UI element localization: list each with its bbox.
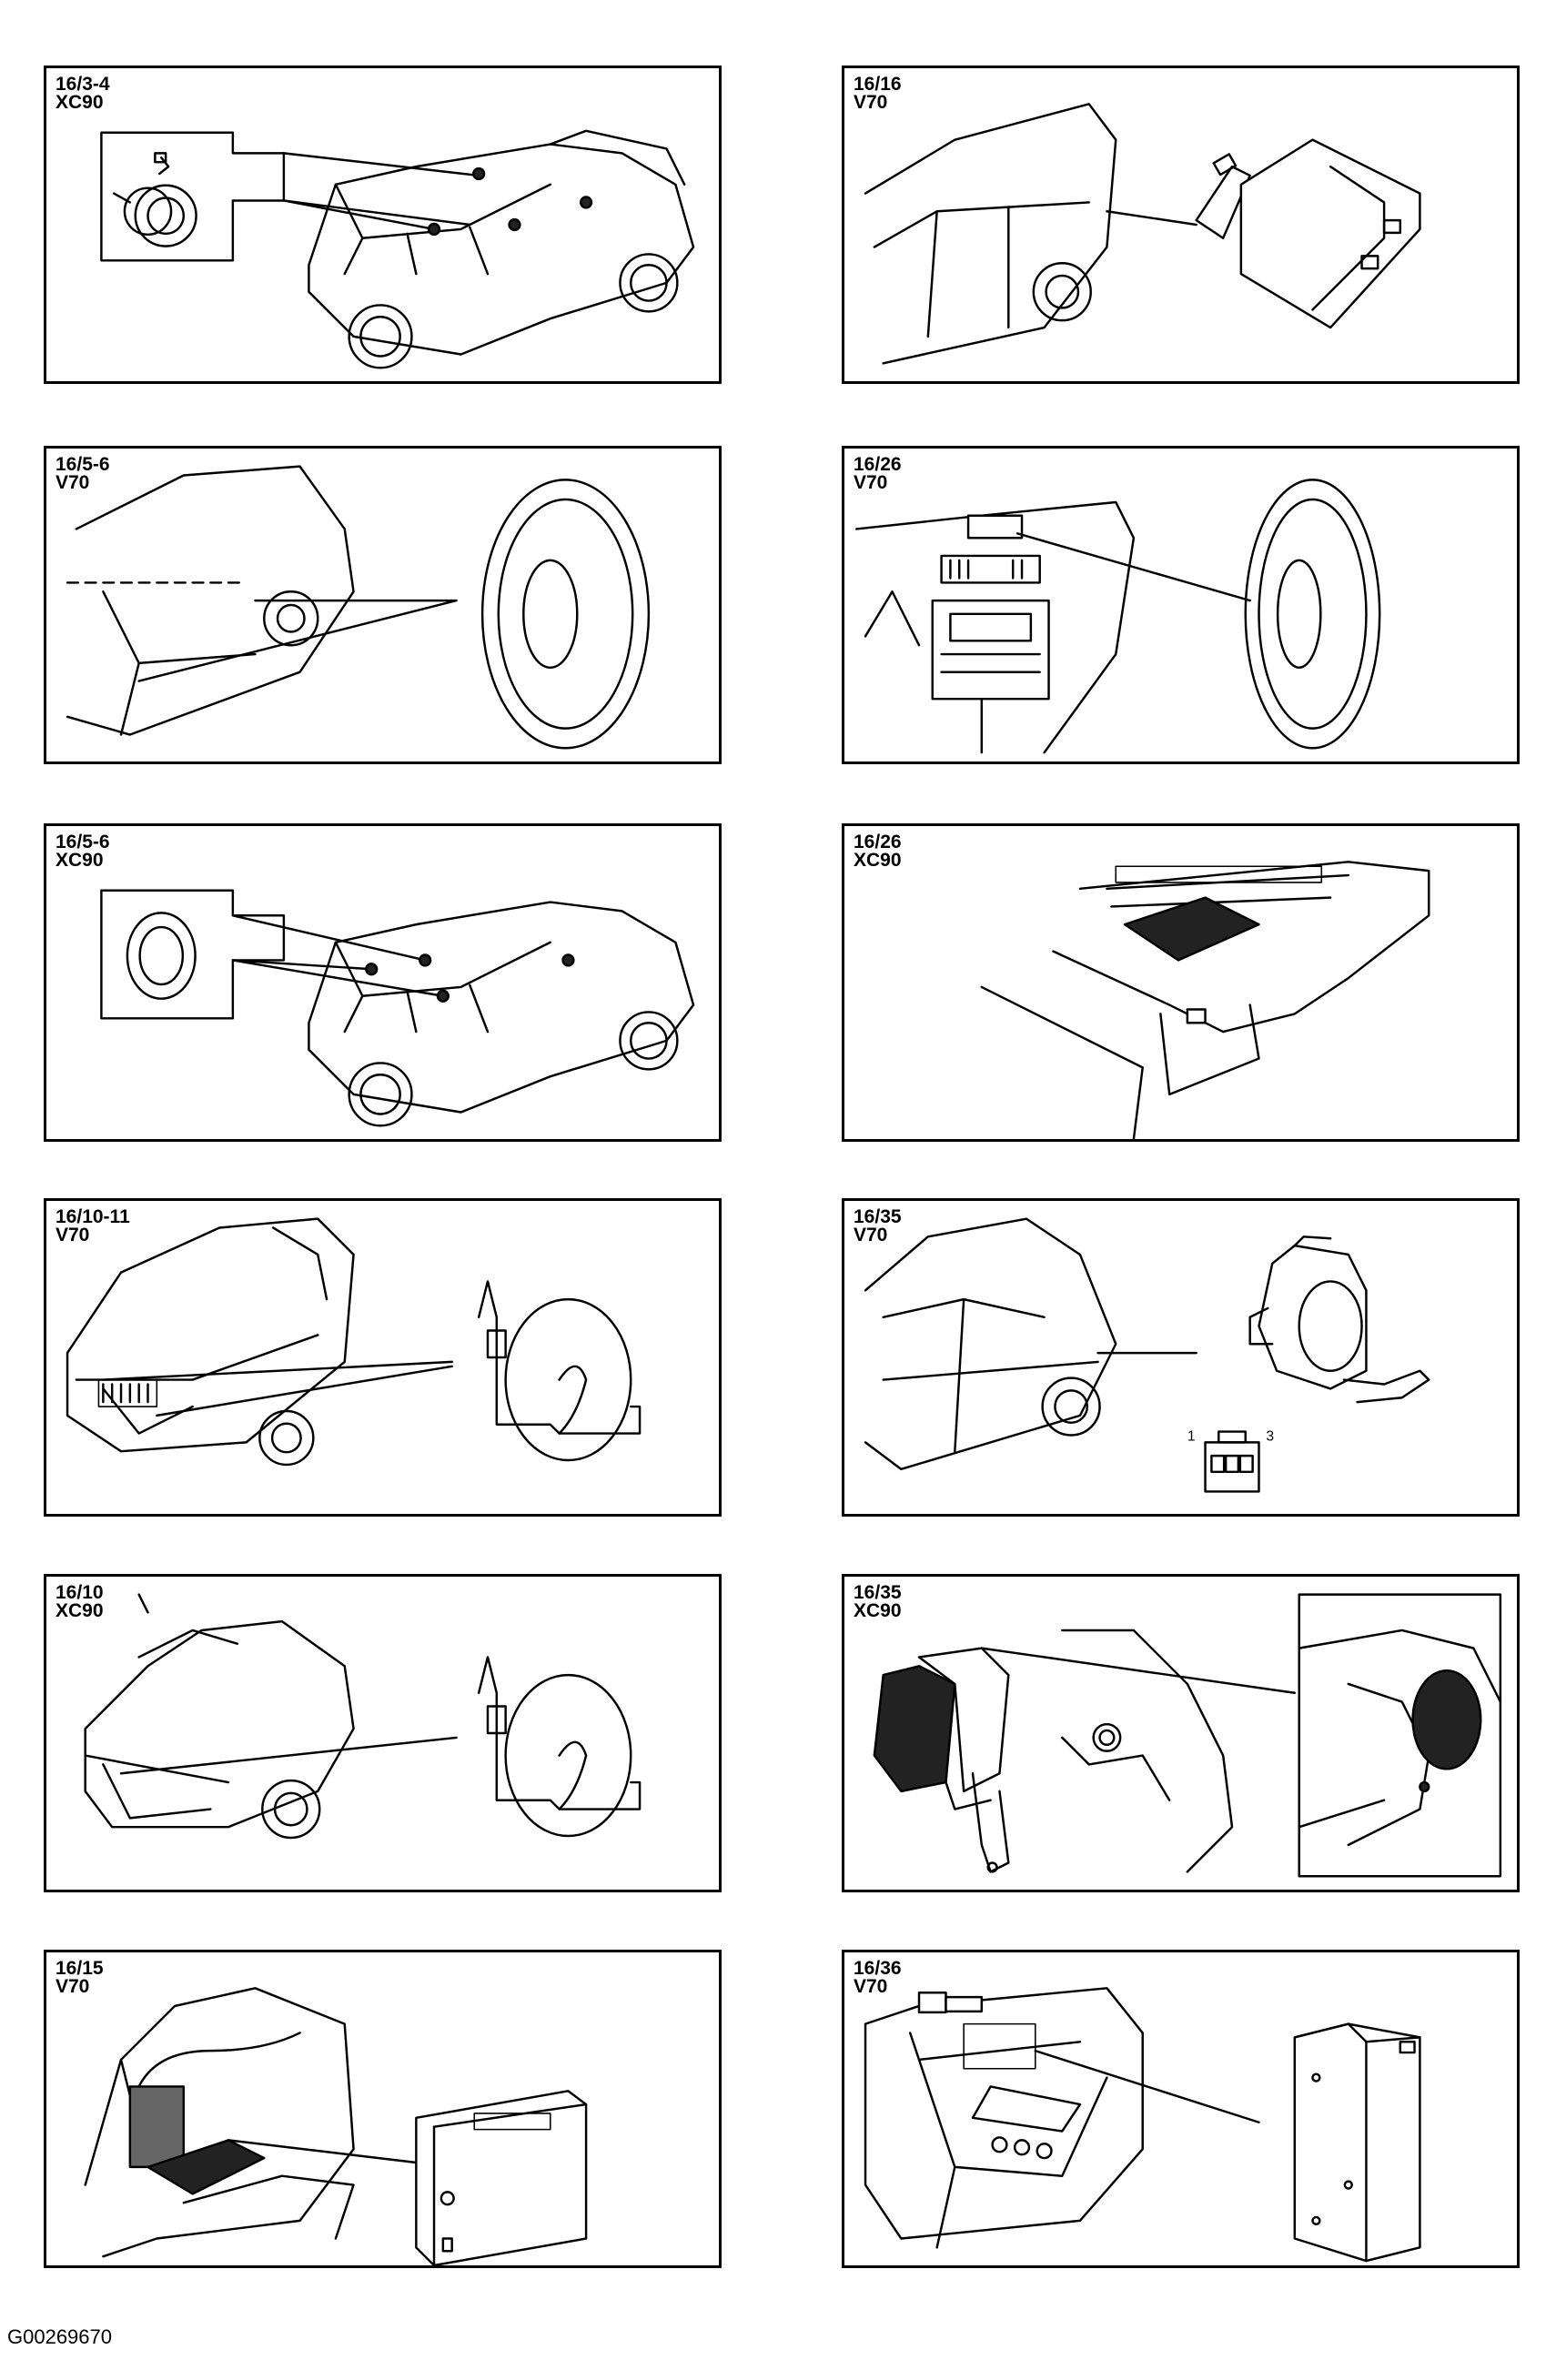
vehicle-model: XC90 <box>854 1600 902 1621</box>
v70-siren-location-illustration: 1 3 <box>864 1217 1430 1493</box>
xc90-siren-location-illustration <box>873 1593 1502 1878</box>
v70-horn-location-illustration <box>66 1217 642 1467</box>
vehicle-model: V70 <box>854 92 888 113</box>
xc90-tweeter-location-illustration <box>100 129 695 369</box>
component-code: 16/35 <box>854 1206 902 1227</box>
connector-pin-1-label: 1 <box>1187 1428 1196 1444</box>
component-code: 16/5-6 <box>56 454 110 475</box>
figure-id: G00269670 <box>7 2325 112 2348</box>
component-code: 16/10 <box>56 1582 104 1603</box>
v70-cargo-control-unit-location-illustration <box>864 1987 1421 2263</box>
xc90-horn-location-illustration <box>84 1593 642 1840</box>
vehicle-model: XC90 <box>56 850 104 871</box>
component-code: 16/5-6 <box>56 832 110 852</box>
component-code: 16/15 <box>56 1958 104 1979</box>
v70-module-location-illustration <box>864 103 1421 365</box>
vehicle-model: XC90 <box>56 92 104 113</box>
vehicle-model: V70 <box>854 1976 888 1997</box>
xc90-door-speaker-location-illustration <box>100 889 695 1127</box>
vehicle-model: V70 <box>56 472 90 493</box>
vehicle-model: V70 <box>56 1976 90 1997</box>
component-code: 16/3-4 <box>56 74 110 95</box>
connector-pin-3-label: 3 <box>1266 1428 1274 1444</box>
vehicle-model: XC90 <box>56 1600 104 1621</box>
xc90-dashboard-center-speaker-illustration <box>980 861 1430 1139</box>
component-code: 16/16 <box>854 74 902 95</box>
vehicle-model: XC90 <box>854 850 902 871</box>
vehicle-model: V70 <box>854 472 888 493</box>
component-code: 16/26 <box>854 832 902 852</box>
component-code: 16/26 <box>854 454 902 475</box>
v70-dashboard-speaker-location-illustration <box>854 479 1381 754</box>
v70-cargo-module-location-illustration <box>84 1987 588 2265</box>
vehicle-model: V70 <box>854 1225 888 1245</box>
vehicle-model: V70 <box>56 1225 90 1245</box>
v70-door-speaker-location-illustration <box>66 465 651 750</box>
component-code: 16/36 <box>854 1958 902 1979</box>
component-code: 16/35 <box>854 1582 902 1603</box>
component-code: 16/10-11 <box>56 1206 130 1227</box>
